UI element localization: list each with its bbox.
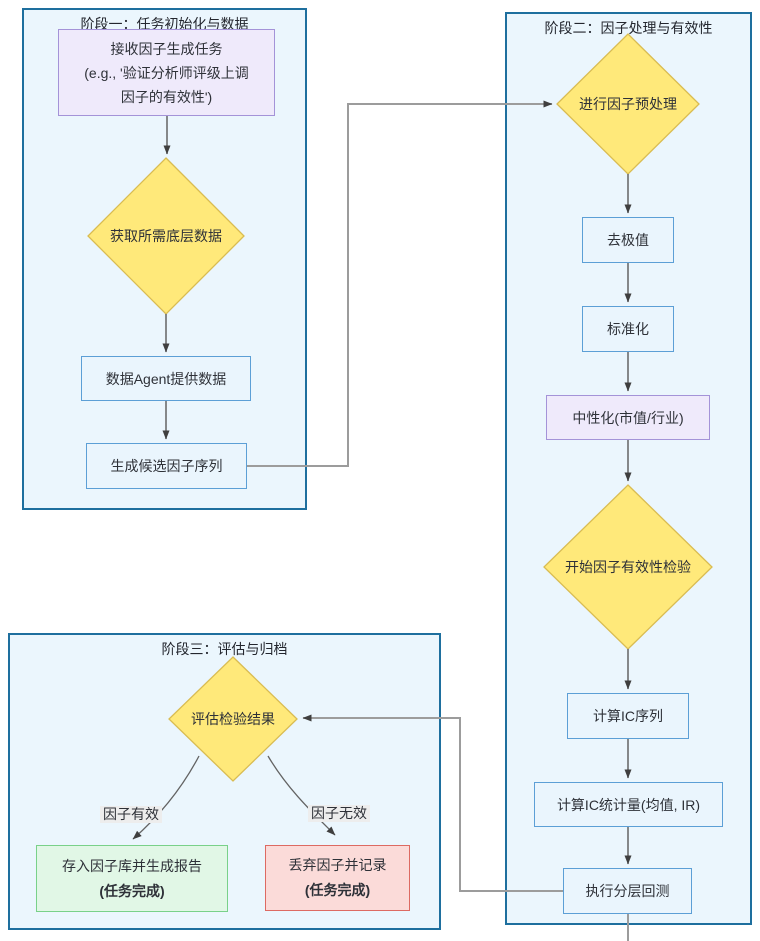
data-agent-node: 数据Agent提供数据	[81, 356, 251, 401]
arrow-evaluate-to-archive	[132, 755, 200, 840]
fetch-data-diamond-shape	[87, 157, 245, 315]
ic-stats-node: 计算IC统计量(均值, IR)	[534, 782, 723, 827]
archive-line2: (任务完成)	[99, 882, 165, 899]
receive-task-line1: 接收因子生成任务	[110, 40, 223, 57]
discard-line2: (任务完成)	[304, 882, 371, 898]
connector-candidate-to-preprocess	[247, 100, 553, 467]
standardize-node: 标准化	[582, 306, 674, 352]
backtest-node: 执行分层回测	[563, 868, 692, 914]
evaluate-diamond-shape	[168, 656, 298, 782]
validity-diamond-shape	[543, 484, 713, 650]
phase2-title: 阶段二：因子处理与有效性	[544, 20, 713, 36]
archive-line1: 存入因子库并生成报告	[62, 857, 202, 874]
winsorize-node: 去极值	[582, 217, 674, 263]
candidate-factor-node: 生成候选因子序列	[86, 443, 247, 489]
discard-node: 丢弃因子并记录 (任务完成)	[265, 845, 410, 911]
receive-task-node: 接收因子生成任务 (e.g., '验证分析师评级上调 因子的有效性')	[58, 29, 275, 116]
arrow-evaluate-to-discard	[267, 755, 336, 836]
neutralize-node: 中性化(市值/行业)	[546, 395, 710, 440]
receive-task-line3: 因子的有效性')	[120, 88, 213, 105]
factor-invalid-label: 因子无效	[308, 805, 370, 822]
connector-backtest-to-evaluate	[302, 714, 563, 892]
preprocess-diamond-shape	[556, 33, 700, 175]
archive-node: 存入因子库并生成报告 (任务完成)	[36, 845, 228, 912]
factor-valid-label: 因子有效	[100, 806, 162, 823]
discard-line1: 丢弃因子并记录	[288, 857, 387, 873]
receive-task-line2: (e.g., '验证分析师评级上调	[84, 64, 249, 81]
phase3-title: 阶段三：评估与归档	[161, 641, 288, 657]
phase1-title: 阶段一：任务初始化与数据	[80, 16, 249, 32]
ic-series-node: 计算IC序列	[567, 693, 689, 739]
